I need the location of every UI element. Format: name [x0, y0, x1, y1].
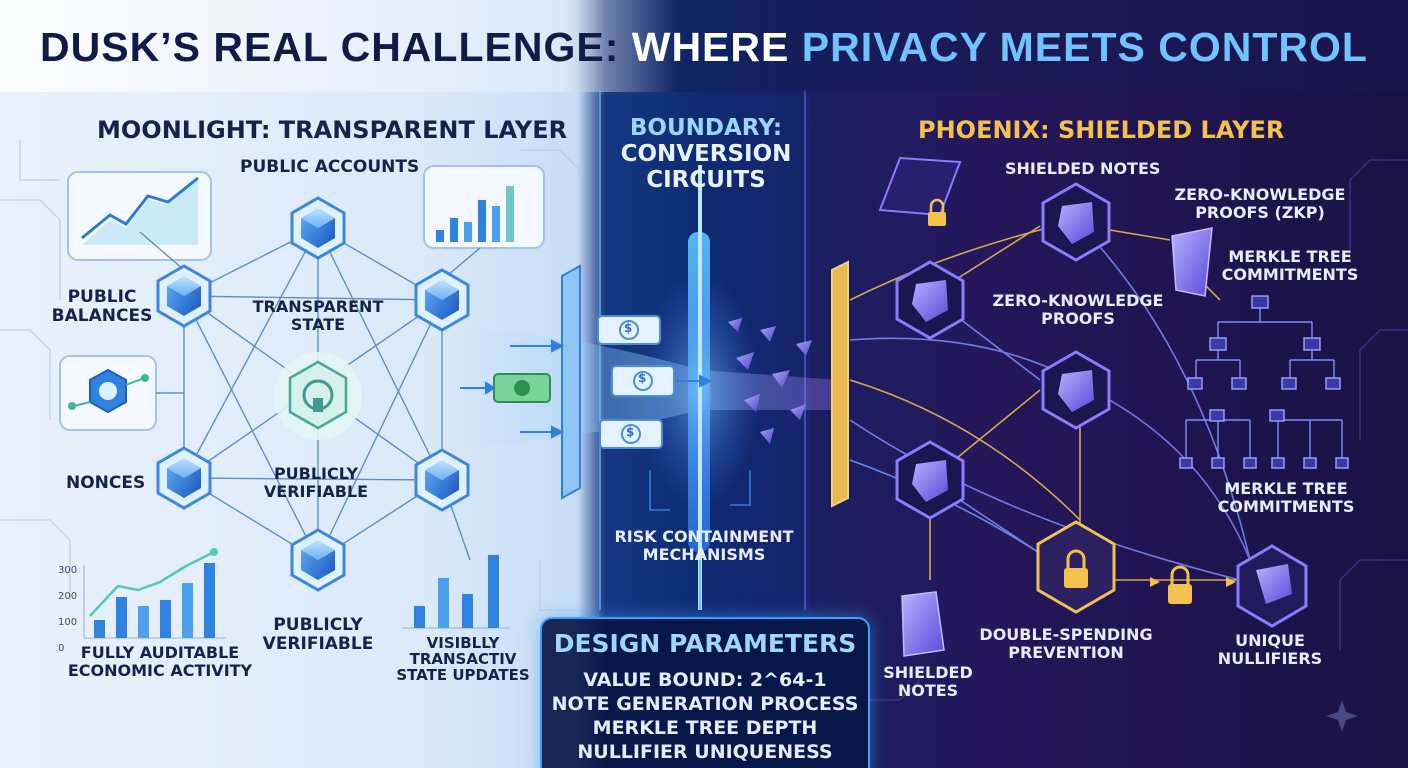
merkle-tree-lines	[1185, 306, 1343, 460]
label-shielded-notes-top: SHIELDED NOTES	[1005, 159, 1161, 178]
design-line-value-bound: VALUE BOUND: 2^64-1	[583, 669, 827, 691]
design-line-nullifier-uniqueness: NULLIFIER UNIQUENESS	[577, 741, 833, 763]
label-nonces: NONCES	[66, 473, 146, 493]
title-part-c: PRIVACY MEETS CONTROL	[801, 24, 1368, 70]
phoenix-heading: PHOENIX: SHIELDED LAYER	[918, 116, 1285, 144]
flow-arrowheads	[1150, 577, 1236, 587]
right-lower-node	[414, 448, 470, 512]
currency-notes	[493, 315, 675, 449]
nonces-node	[156, 446, 212, 510]
right-upper-node	[414, 268, 470, 332]
zkp-crystal	[1171, 227, 1213, 297]
sparkle-icon	[1326, 700, 1358, 732]
label-public-accounts: PUBLIC ACCOUNTS	[240, 157, 420, 177]
title-part-b: WHERE	[631, 24, 802, 70]
shielded-node-3	[895, 440, 965, 520]
node-card-left	[59, 355, 157, 431]
design-line-merkle-depth: MERKLE TREE DEPTH	[592, 717, 818, 739]
shielded-notes-hex	[1041, 182, 1111, 262]
state-updates-chart	[402, 555, 510, 629]
moonlight-heading: MOONLIGHT: TRANSPARENT LAYER	[97, 116, 568, 144]
title-bar	[0, 0, 1408, 92]
shielded-notes-crystal	[901, 591, 945, 657]
design-parameters-title: DESIGN PARAMETERS	[553, 629, 857, 658]
transparent-state-emblem	[274, 352, 362, 440]
zk-proofs-hex	[1041, 350, 1111, 430]
design-line-note-generation: NOTE GENERATION PROCESS	[551, 693, 859, 715]
auditable-activity-chart	[83, 548, 226, 639]
lock-card	[878, 156, 962, 226]
dollar-icon-1: $	[624, 321, 633, 335]
publicly-verifiable-node	[290, 528, 346, 592]
bar-chart-card-top-right	[423, 165, 545, 249]
dollar-icon-3: $	[626, 425, 635, 439]
unique-nullifiers-hex	[1236, 544, 1308, 628]
nullifier-lock-icon	[1168, 565, 1192, 604]
design-parameters-panel: DESIGN PARAMETERS VALUE BOUND: 2^64-1 NO…	[540, 617, 870, 768]
public-balances-node	[156, 264, 212, 328]
merkle-tree-nodes	[1179, 295, 1349, 469]
dollar-icon-2: $	[638, 371, 647, 385]
title-part-a: DUSK’S REAL CHALLENGE:	[40, 24, 632, 70]
page-title: DUSK’S REAL CHALLENGE: WHERE PRIVACY MEE…	[0, 24, 1408, 71]
public-accounts-node	[290, 196, 346, 260]
line-chart-card-top-left	[67, 171, 212, 261]
double-spending-lock	[1036, 520, 1116, 614]
